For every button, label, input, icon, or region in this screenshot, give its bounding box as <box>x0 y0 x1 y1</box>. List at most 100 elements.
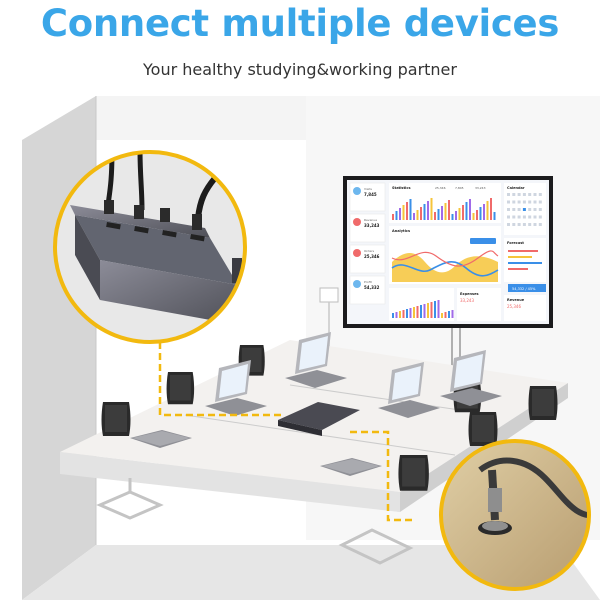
banner-figure: 54,332 / 45% <box>512 287 536 291</box>
pie-icon <box>353 218 361 226</box>
calendar-day <box>512 200 516 204</box>
stat-card-label: Revenue <box>364 218 377 222</box>
dashboard-bar <box>427 303 429 318</box>
dashboard-bar <box>434 301 436 318</box>
dashboard-bar <box>423 204 426 220</box>
statistics-title: Statistics <box>392 186 411 190</box>
chair-mesh <box>402 458 426 487</box>
hub-ports <box>106 222 205 242</box>
legend-value: 7,845 <box>455 186 464 190</box>
revenue-value: 25,346 <box>507 304 521 309</box>
dashboard-bar <box>420 207 422 220</box>
statistics-bars <box>392 198 496 220</box>
hub-closeup <box>53 150 247 344</box>
laptop-screen <box>392 366 421 400</box>
calendar-day <box>522 200 526 204</box>
dashboard-bar <box>409 308 412 318</box>
calendar-day <box>512 193 516 196</box>
dashboard-bar <box>448 311 450 318</box>
chair-mesh <box>105 405 127 432</box>
laptop-base <box>285 370 347 388</box>
dashboard-bar <box>490 198 492 220</box>
wall-socket <box>319 287 339 303</box>
dashboard-bar <box>437 209 440 220</box>
calendar-day <box>507 193 510 196</box>
calendar-day <box>533 215 537 219</box>
dashboard-bar <box>395 312 398 318</box>
dashboard-bar <box>402 205 405 220</box>
dashboard-bar <box>413 307 415 318</box>
laptop <box>130 430 192 448</box>
calendar-day <box>528 200 532 204</box>
usb-port <box>190 234 205 242</box>
calendar-day <box>538 193 542 196</box>
dashboard-bar <box>465 202 468 220</box>
calendar-day <box>507 215 510 219</box>
dashboard-bar <box>406 202 408 220</box>
calendar-day <box>522 208 526 211</box>
calendar-day <box>517 200 521 204</box>
dashboard-bar <box>455 211 457 220</box>
laptop <box>320 458 382 476</box>
chair <box>166 372 195 405</box>
chair-mesh <box>472 415 494 442</box>
pie-icon <box>353 187 361 195</box>
calendar-day <box>507 200 510 204</box>
pie-icon <box>353 249 361 257</box>
calendar-day <box>522 223 526 226</box>
dashboard-bar <box>395 211 398 220</box>
usb-plug <box>134 205 144 219</box>
calendar-day <box>512 223 516 226</box>
pie-icon <box>353 280 361 288</box>
chairs <box>101 345 558 491</box>
calendar-day <box>533 193 537 196</box>
usb-port <box>106 222 121 230</box>
laptop-base <box>440 388 502 406</box>
headline-subtitle: Your healthy studying&working partner <box>143 60 457 79</box>
expenses-title: Expenses <box>460 292 479 296</box>
dashboard-bar <box>444 312 447 318</box>
callout-connectors <box>158 342 415 522</box>
calendar-day <box>528 208 532 211</box>
calendar-day <box>522 193 526 196</box>
calendar-day <box>507 223 510 226</box>
dashboard-bar <box>392 214 394 220</box>
revenue-title: Revenue <box>507 298 525 302</box>
calendar-day <box>522 215 526 219</box>
dashboard-bar <box>427 201 429 220</box>
laptop-screen <box>299 336 328 370</box>
laptop <box>285 332 347 388</box>
dashboard-bar <box>423 304 426 318</box>
headline-title: Connect multiple devices <box>40 2 560 45</box>
analytics-title: Analytics <box>392 229 410 233</box>
calendar-grid <box>507 193 542 226</box>
calendar-day <box>538 200 542 204</box>
dashboard-bar <box>413 213 415 220</box>
calendar-day <box>538 215 542 219</box>
forecast-title: Forecast <box>507 241 524 245</box>
dashboard-bar <box>458 208 461 220</box>
dashboard-bar <box>399 311 401 318</box>
bottom-bars <box>389 288 454 321</box>
usb-port <box>162 230 177 238</box>
laptop <box>440 350 502 406</box>
expenses-value: 33,243 <box>460 298 474 303</box>
calendar-day <box>528 215 532 219</box>
laptop-closed-lid <box>132 431 190 446</box>
chair <box>528 386 558 420</box>
usb-plug <box>104 200 114 214</box>
dashboard-bar <box>441 313 443 318</box>
calendar-day <box>528 223 532 226</box>
dashboard-bar <box>451 214 454 220</box>
calendar-day <box>538 208 542 211</box>
stat-card-label: Visits <box>364 187 372 191</box>
legend-value: 33,243 <box>475 186 486 190</box>
wall-display: Visits 7,845 Revenue 33,243 Orders 25,34… <box>343 176 553 372</box>
laptop-base <box>378 400 440 418</box>
dashboard-bar <box>444 203 447 220</box>
chair <box>468 412 498 446</box>
dashboard-bar <box>434 212 436 220</box>
dashboard-bar <box>406 309 408 318</box>
dashboard-bar <box>402 310 405 318</box>
chair-mesh <box>532 389 554 416</box>
